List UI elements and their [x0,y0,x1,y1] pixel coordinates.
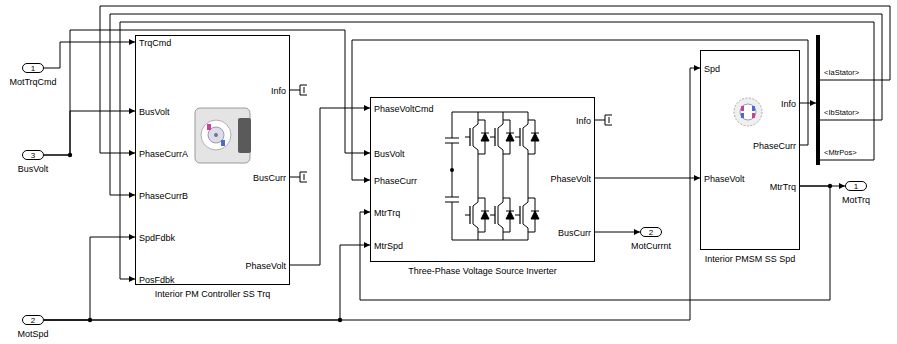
port-number: 2 [649,229,653,237]
outport-block: 2MotCurrnt [640,227,662,237]
port-label: PhaseVolt [245,262,286,271]
port-label: TrqCmd [139,39,171,48]
signal-line [352,40,808,180]
port-name: MotCurrnt [631,242,671,251]
terminator-symbol [290,85,612,182]
signal-line [595,178,700,179]
outport-block: 1MotTrq [845,181,867,191]
inverter-subsystem: PhaseVoltCmdBusVoltPhaseCurrMtrTrqMtrSpd… [370,97,595,262]
signal-name: <MtrPos> [824,149,857,157]
port-label: BusCurr [558,229,591,238]
port-label: PhaseVolt [550,175,591,184]
signal-name: <IaStator> [824,69,859,77]
signal-line [360,186,830,300]
block-name: Three-Phase Voltage Source Inverter [408,267,557,276]
inport-block: 1MotTrqCmd [22,63,44,73]
signal-line [110,14,882,195]
signal-line [100,6,890,153]
signal-line [595,232,640,233]
port-label: MtrTrq [770,183,796,192]
port-label: BusCurr [253,174,286,183]
signal-line [44,245,370,320]
signal-line [44,68,700,320]
signal-line [800,103,816,104]
signal-line [44,42,135,68]
signal-line [120,22,874,279]
port-label: PosFdbk [139,276,175,285]
port-label: Info [271,87,286,96]
inport-block: 3BusVolt [22,150,44,160]
port-label: MtrSpd [374,242,403,251]
port-label: SpdFdbk [139,234,175,243]
port-label: BusVolt [139,108,170,117]
port-label: BusVolt [374,150,405,159]
port-label: PhaseVoltCmd [374,105,434,114]
port-label: Info [576,117,591,126]
port-label: PhaseCurr [374,177,417,186]
port-number: 3 [31,152,35,160]
port-number: 1 [31,65,35,73]
signal-line [44,30,370,155]
signal-line [290,108,370,265]
port-number: 2 [31,317,35,325]
port-name: BusVolt [18,165,49,174]
port-number: 1 [854,183,858,191]
port-label: MtrTrq [374,209,400,218]
circuit-node [450,168,454,172]
port-label: PhaseCurr [753,142,796,151]
motor-subsystem: SpdPhaseVoltInfoPhaseCurrMtrTrqInterior … [700,50,800,250]
controller-icon [195,108,251,163]
controller-subsystem: TrqCmdBusVoltPhaseCurrA PhaseCurrB SpdFdbk… [135,35,290,285]
port-name: MotTrqCmd [9,78,56,87]
signal-line [44,111,135,155]
branch-dot [68,153,832,322]
inverter-circuit [445,112,539,240]
port-label: Spd [704,65,720,74]
port-label: PhaseCurrA [139,150,188,159]
port-label: PhaseVolt [704,175,745,184]
port-name: MotTrq [842,196,870,205]
port-label: PhaseCurrB [139,192,188,201]
port-name: MotSpd [17,330,48,339]
block-name: Interior PM Controller SS Trq [155,290,271,299]
port-label: Info [781,100,796,109]
motor-icon [734,98,762,126]
signal-name: <IbStator> [824,109,859,117]
block-name: Interior PMSM SS Spd [705,255,796,264]
bus-selector: <IaStator><IbStator><MtrPos> [816,35,820,165]
inport-block: 2MotSpd [22,315,44,325]
